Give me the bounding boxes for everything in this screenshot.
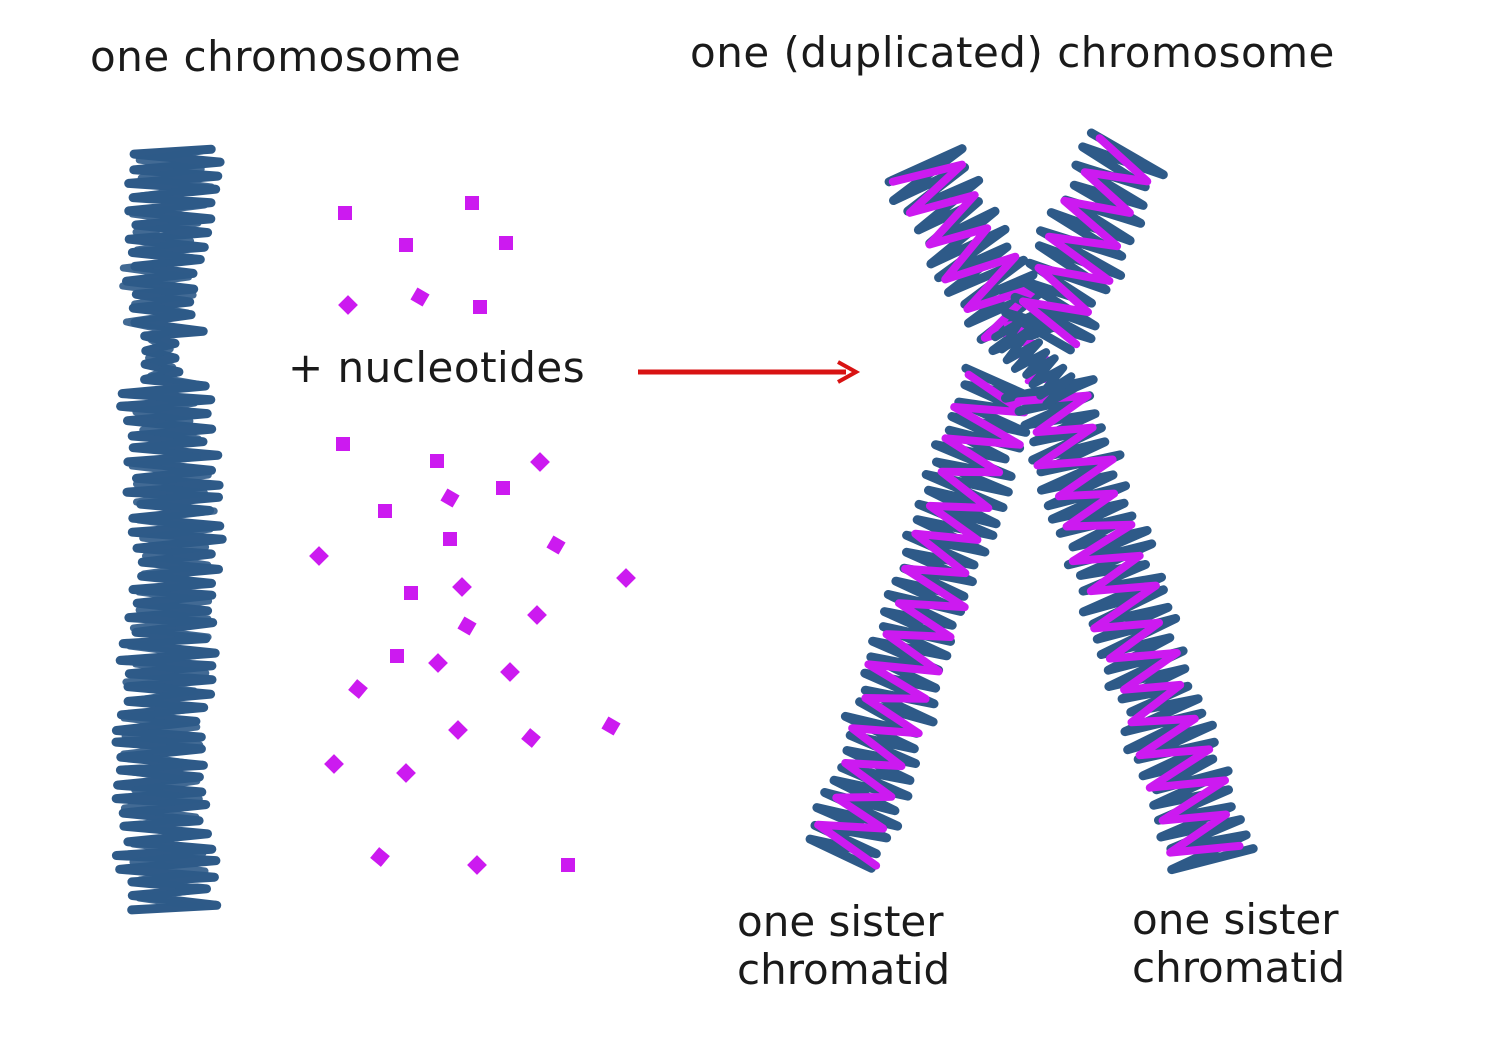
magenta-square-icon	[338, 295, 358, 315]
magenta-square-icon	[616, 568, 636, 588]
centromere	[991, 318, 1078, 408]
magenta-square-icon	[527, 605, 547, 625]
sister-left-line1: one sister	[737, 897, 944, 946]
magenta-square-icon	[378, 504, 392, 518]
magenta-square-icon	[348, 679, 368, 699]
chromatid-magenta-upper	[888, 160, 1052, 342]
magenta-square-icon	[399, 238, 413, 252]
chromatid-magenta-lower	[1014, 391, 1244, 857]
magenta-square-icon	[452, 577, 472, 597]
sister-right-line1: one sister	[1132, 895, 1339, 944]
magenta-square-icon	[309, 546, 329, 566]
magenta-square-icon	[467, 855, 487, 875]
magenta-square-icon	[500, 662, 520, 682]
chromatid-magenta-upper	[1019, 134, 1152, 349]
magenta-square-icon	[601, 716, 621, 736]
sister-left-line2: chromatid	[737, 945, 951, 994]
right-arrow-icon	[638, 360, 861, 384]
sister-chromatid-left-label: one sister chromatid	[737, 898, 950, 994]
magenta-square-icon	[440, 488, 460, 508]
chromosome-scribble-inner	[119, 147, 218, 911]
duplicated-chromosome	[805, 128, 1258, 875]
magenta-square-icon	[390, 649, 404, 663]
magenta-square-icon	[473, 300, 487, 314]
chromatid-magenta-lower	[814, 370, 1029, 870]
sister-chromatid-left	[805, 144, 1061, 873]
magenta-square-icon	[443, 532, 457, 546]
magenta-square-icon	[457, 616, 477, 636]
magenta-square-icon	[561, 858, 575, 872]
magenta-square-icon	[465, 196, 479, 210]
sister-chromatid-right	[991, 128, 1258, 875]
magenta-square-icon	[496, 481, 510, 495]
sister-right-line2: chromatid	[1132, 943, 1346, 992]
nucleotide-cluster	[309, 196, 636, 875]
magenta-square-icon	[530, 452, 550, 472]
magenta-square-icon	[324, 754, 344, 774]
magenta-square-icon	[448, 720, 468, 740]
magenta-square-icon	[396, 763, 416, 783]
magenta-square-icon	[410, 287, 430, 307]
magenta-square-icon	[370, 847, 390, 867]
left-title: one chromosome	[90, 32, 462, 81]
magenta-square-icon	[338, 206, 352, 220]
magenta-square-icon	[404, 586, 418, 600]
magenta-square-icon	[430, 454, 444, 468]
magenta-square-icon	[546, 535, 566, 555]
magenta-square-icon	[336, 437, 350, 451]
magenta-square-icon	[428, 653, 448, 673]
sister-chromatid-right-label: one sister chromatid	[1132, 896, 1345, 992]
magenta-square-icon	[521, 728, 541, 748]
single-chromosome	[111, 144, 227, 915]
nucleotides-label: + nucleotides	[288, 343, 586, 392]
magenta-square-icon	[499, 236, 513, 250]
right-title: one (duplicated) chromosome	[690, 28, 1335, 77]
